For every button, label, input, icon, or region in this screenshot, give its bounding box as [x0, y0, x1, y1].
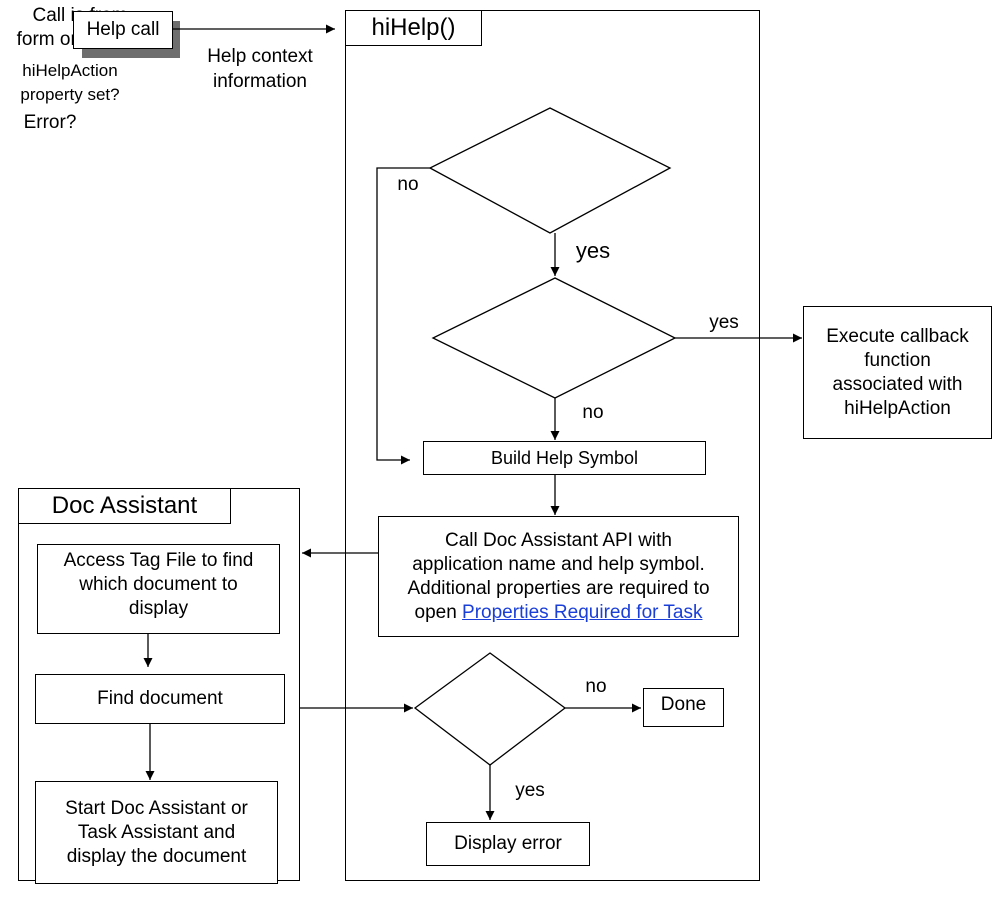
decision-form-diamond	[428, 107, 672, 234]
help-call-box: Help call	[73, 11, 173, 49]
start-doc-line3: display the document	[66, 845, 247, 867]
display-error-box: Display error	[426, 822, 590, 866]
done-box: Done	[643, 688, 724, 727]
edge-action-yes-label: yes	[709, 312, 739, 333]
execute-callback-line4: hiHelpAction	[844, 397, 951, 419]
hihelp-title: hiHelp()	[371, 14, 456, 41]
help-context-line1: Help context	[207, 46, 313, 67]
start-doc-line2: Task Assistant and	[77, 821, 236, 843]
doc-assistant-title-tab: Doc Assistant	[18, 488, 231, 524]
display-error-label: Display error	[454, 833, 562, 854]
call-api-line2: application name and help symbol.	[412, 553, 705, 575]
access-tag-box: Access Tag File to find which document t…	[37, 544, 280, 634]
arrow-form-no	[376, 167, 430, 465]
done-label: Done	[660, 694, 707, 715]
hihelp-title-tab: hiHelp()	[345, 10, 482, 46]
edge-error-no-label: no	[585, 676, 607, 697]
execute-callback-line1: Execute callback	[826, 325, 969, 347]
find-document-box: Find document	[35, 674, 285, 724]
access-tag-line1: Access Tag File to find	[63, 550, 254, 571]
edge-action-no-label: no	[582, 402, 604, 423]
decision-action-line1: hiHelpAction	[22, 61, 118, 80]
build-help-symbol-label: Build Help Symbol	[490, 448, 639, 468]
start-doc-line1: Start Doc Assistant or	[65, 797, 248, 819]
decision-action-text: hiHelpAction property set?	[0, 56, 140, 110]
properties-required-link[interactable]: Properties Required for Task	[462, 601, 703, 623]
call-api-line4-prefix: open	[414, 601, 463, 623]
execute-callback-line2: function	[864, 349, 931, 371]
doc-assistant-title: Doc Assistant	[51, 492, 198, 519]
call-api-line4: open Properties Required for Task	[415, 601, 703, 625]
access-tag-line2: which document to	[79, 574, 238, 595]
help-context-line2: information	[213, 71, 307, 92]
start-doc-box: Start Doc Assistant or Task Assistant an…	[35, 781, 278, 884]
find-document-label: Find document	[97, 688, 223, 709]
call-api-line3: Additional properties are required to	[407, 577, 710, 599]
execute-callback-box: Execute callback function associated wit…	[803, 306, 992, 439]
help-call-label: Help call	[86, 19, 160, 40]
decision-error-text: Error?	[0, 110, 100, 136]
decision-error-label: Error?	[23, 112, 77, 133]
call-api-box: Call Doc Assistant API with application …	[378, 516, 739, 637]
decision-action-line2: property set?	[20, 85, 120, 104]
help-context-label: Help context information	[195, 44, 325, 94]
edge-form-yes-label: yes	[575, 238, 611, 263]
call-api-line1: Call Doc Assistant API with	[444, 529, 673, 551]
hihelp-lane	[345, 10, 760, 881]
access-tag-line3: display	[128, 598, 189, 619]
edge-form-no-label: no	[397, 174, 419, 195]
edge-error-yes-label: yes	[515, 780, 545, 801]
execute-callback-line3: associated with	[832, 373, 963, 395]
build-help-symbol-box: Build Help Symbol	[423, 441, 706, 475]
